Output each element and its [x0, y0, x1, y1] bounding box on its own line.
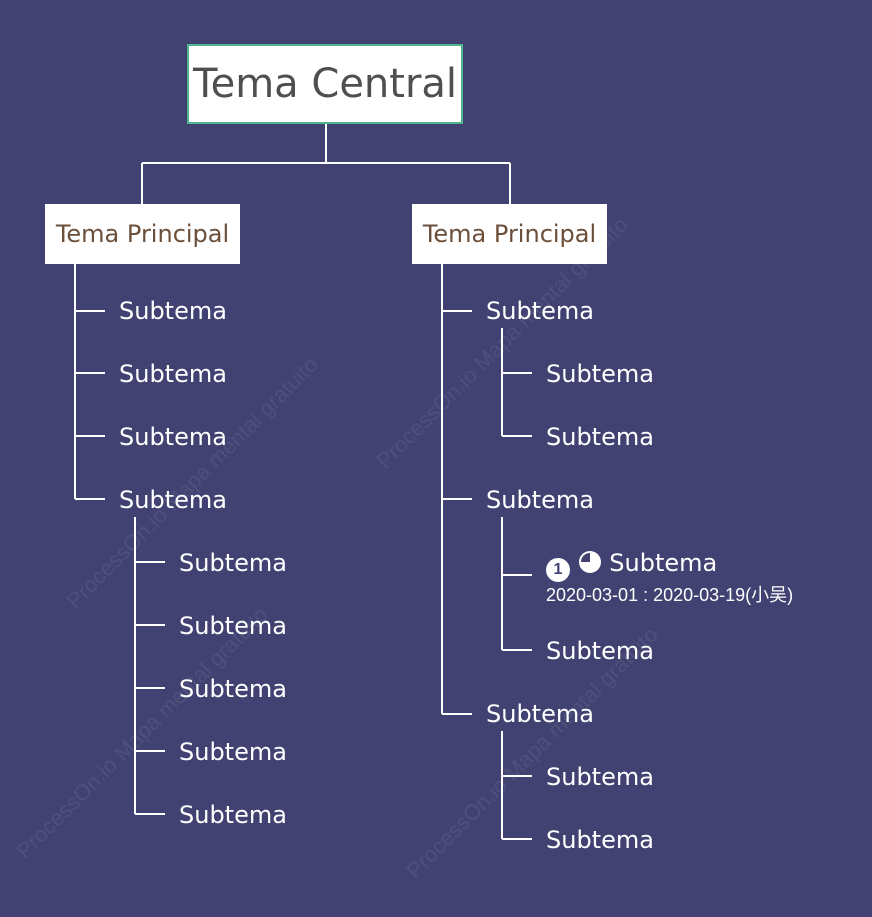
subtopic[interactable]: Subtema	[179, 612, 287, 640]
subtopic[interactable]: Subtema	[179, 675, 287, 703]
main-topic-right[interactable]: Tema Principal	[412, 204, 607, 264]
subtopic[interactable]: Subtema	[546, 423, 654, 451]
subtopic[interactable]: Subtema	[179, 738, 287, 766]
priority-1-icon: 1	[546, 558, 570, 582]
subtopic[interactable]: Subtema	[486, 700, 594, 728]
subtopic[interactable]: Subtema	[546, 637, 654, 665]
subtopic[interactable]: Subtema	[486, 486, 594, 514]
subtopic[interactable]: Subtema	[179, 801, 287, 829]
subtopic[interactable]: Subtema	[546, 763, 654, 791]
subtopic[interactable]: Subtema	[119, 486, 227, 514]
subtopic[interactable]: Subtema	[546, 826, 654, 854]
task-dates: 2020-03-01 : 2020-03-19(小吴)	[546, 585, 794, 605]
progress-pie-icon	[578, 551, 601, 573]
task-subtopic[interactable]: 1 Subtema	[546, 549, 717, 582]
main-topic-left[interactable]: Tema Principal	[45, 204, 240, 264]
subtopic[interactable]: Subtema	[546, 360, 654, 388]
subtopic[interactable]: Subtema	[119, 423, 227, 451]
subtopic[interactable]: Subtema	[119, 360, 227, 388]
subtopic[interactable]: Subtema	[179, 549, 287, 577]
subtopic[interactable]: Subtema	[486, 297, 594, 325]
central-topic[interactable]: Tema Central	[187, 44, 463, 124]
subtopic-label: Subtema	[609, 549, 718, 577]
subtopic[interactable]: Subtema	[119, 297, 227, 325]
